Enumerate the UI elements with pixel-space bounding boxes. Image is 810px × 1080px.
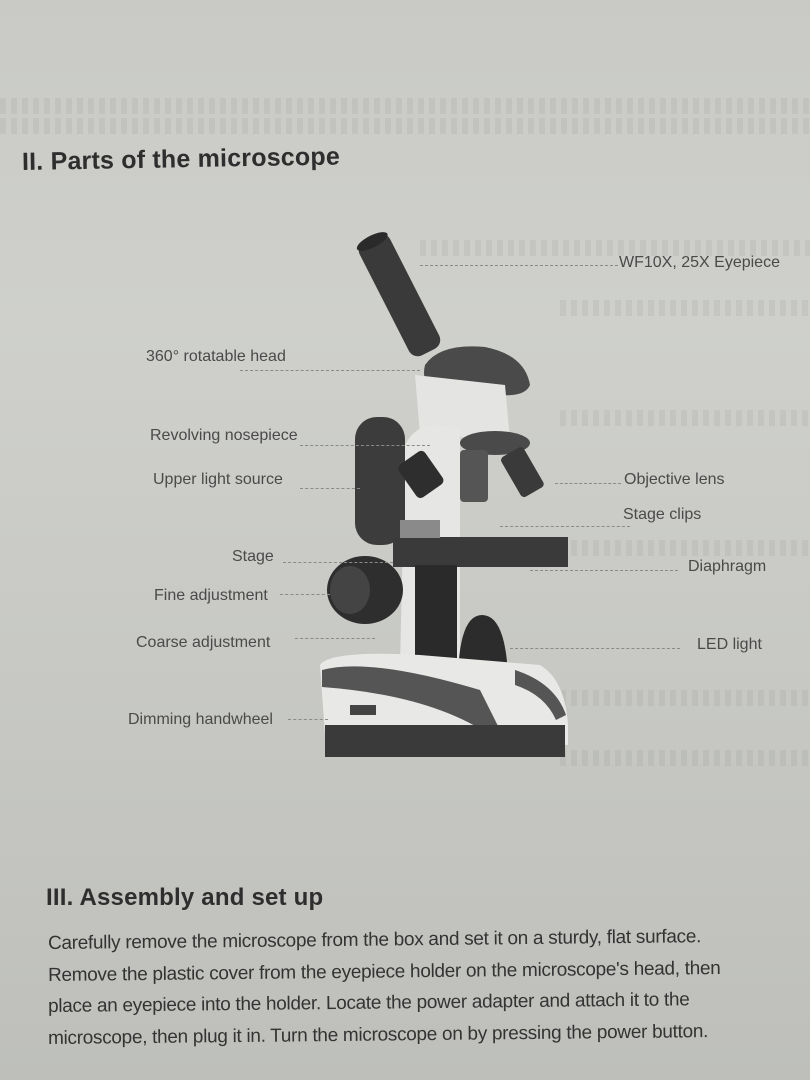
label-stage-clips: Stage clips [623, 506, 702, 523]
label-rotatable-head: 360° rotatable head [146, 348, 286, 365]
label-led-light: LED light [697, 636, 762, 653]
label-diaphragm: Diaphragm [688, 558, 767, 575]
label-dimming-handwheel: Dimming handwheel [128, 711, 273, 728]
label-stage: Stage [232, 548, 274, 565]
section-heading-assembly: III. Assembly and set up [46, 884, 324, 911]
label-revolving-nosepiece: Revolving nosepiece [150, 427, 298, 444]
section-heading-parts: II. Parts of the microscope [21, 142, 341, 176]
label-upper-light-source: Upper light source [153, 471, 283, 488]
assembly-paragraph: Carefully remove the microscope from the… [48, 924, 810, 1050]
label-fine-adjustment: Fine adjustment [154, 587, 268, 604]
label-objective-lens: Objective lens [624, 471, 725, 488]
label-eyepiece: WF10X, 25X Eyepiece [619, 254, 780, 271]
microscope-illustration [320, 232, 568, 757]
label-coarse-adjustment: Coarse adjustment [136, 634, 271, 651]
